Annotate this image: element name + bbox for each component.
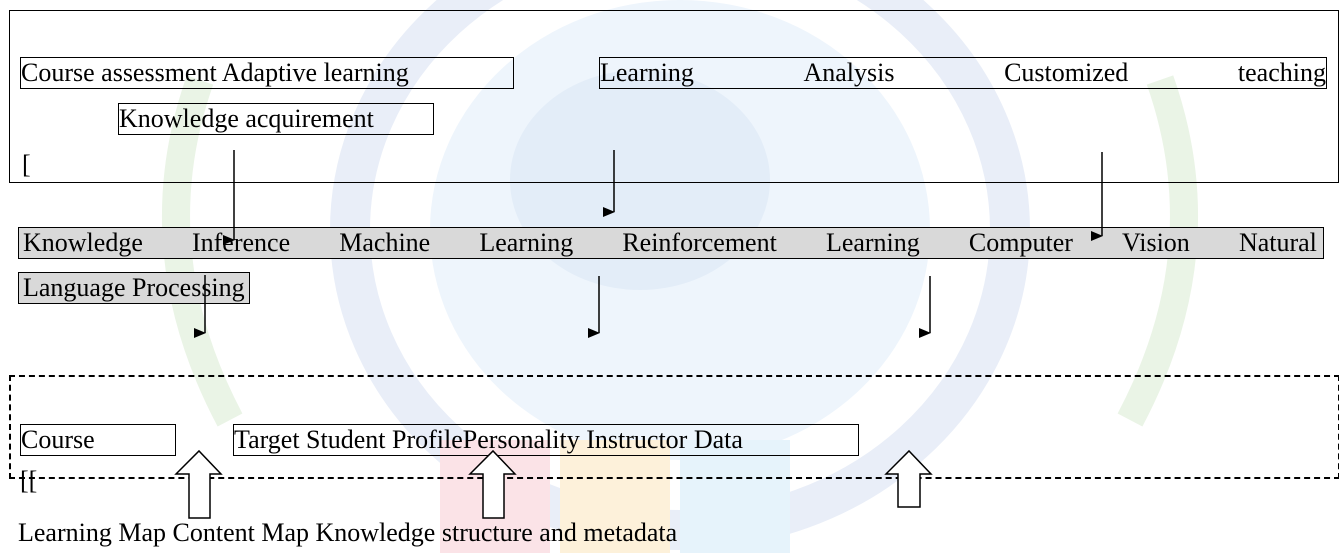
word-customized: Customized — [1004, 58, 1129, 87]
knowledge-acquirement-box: Knowledge acquirement — [118, 103, 434, 135]
target-student-profile-box: Target Student ProfilePersonality Instru… — [233, 424, 859, 456]
technologies-row-2: Language Processing — [18, 272, 250, 304]
word-knowledge: Knowledge — [23, 228, 143, 257]
word-teaching: teaching — [1237, 58, 1326, 87]
word-reinforcement: Reinforcement — [622, 228, 777, 257]
word-computer: Computer — [968, 228, 1073, 257]
course-box: Course — [20, 424, 176, 456]
word-analysis: Analysis — [803, 58, 895, 87]
technologies-row-1: Knowledge Inference Machine Learning Rei… — [18, 227, 1324, 259]
course-assessment-box: Course assessment Adaptive learning — [20, 57, 514, 89]
word-vision: Vision — [1122, 228, 1190, 257]
word-machine: Machine — [339, 228, 431, 257]
learning-analysis-box: Learning Analysis Customized teaching — [599, 57, 1327, 89]
word-natural: Natural — [1238, 228, 1317, 257]
word-learning: Learning — [600, 58, 694, 87]
word-inference: Inference — [191, 228, 291, 257]
word-learning-2: Learning — [825, 228, 920, 257]
lower-bracket: [[ — [20, 466, 38, 495]
knowledge-sources-text: Learning Map Content Map Knowledge struc… — [18, 518, 678, 547]
word-learning-1: Learning — [479, 228, 574, 257]
top-layer-frame — [9, 10, 1339, 183]
top-bracket: [ — [22, 150, 31, 179]
